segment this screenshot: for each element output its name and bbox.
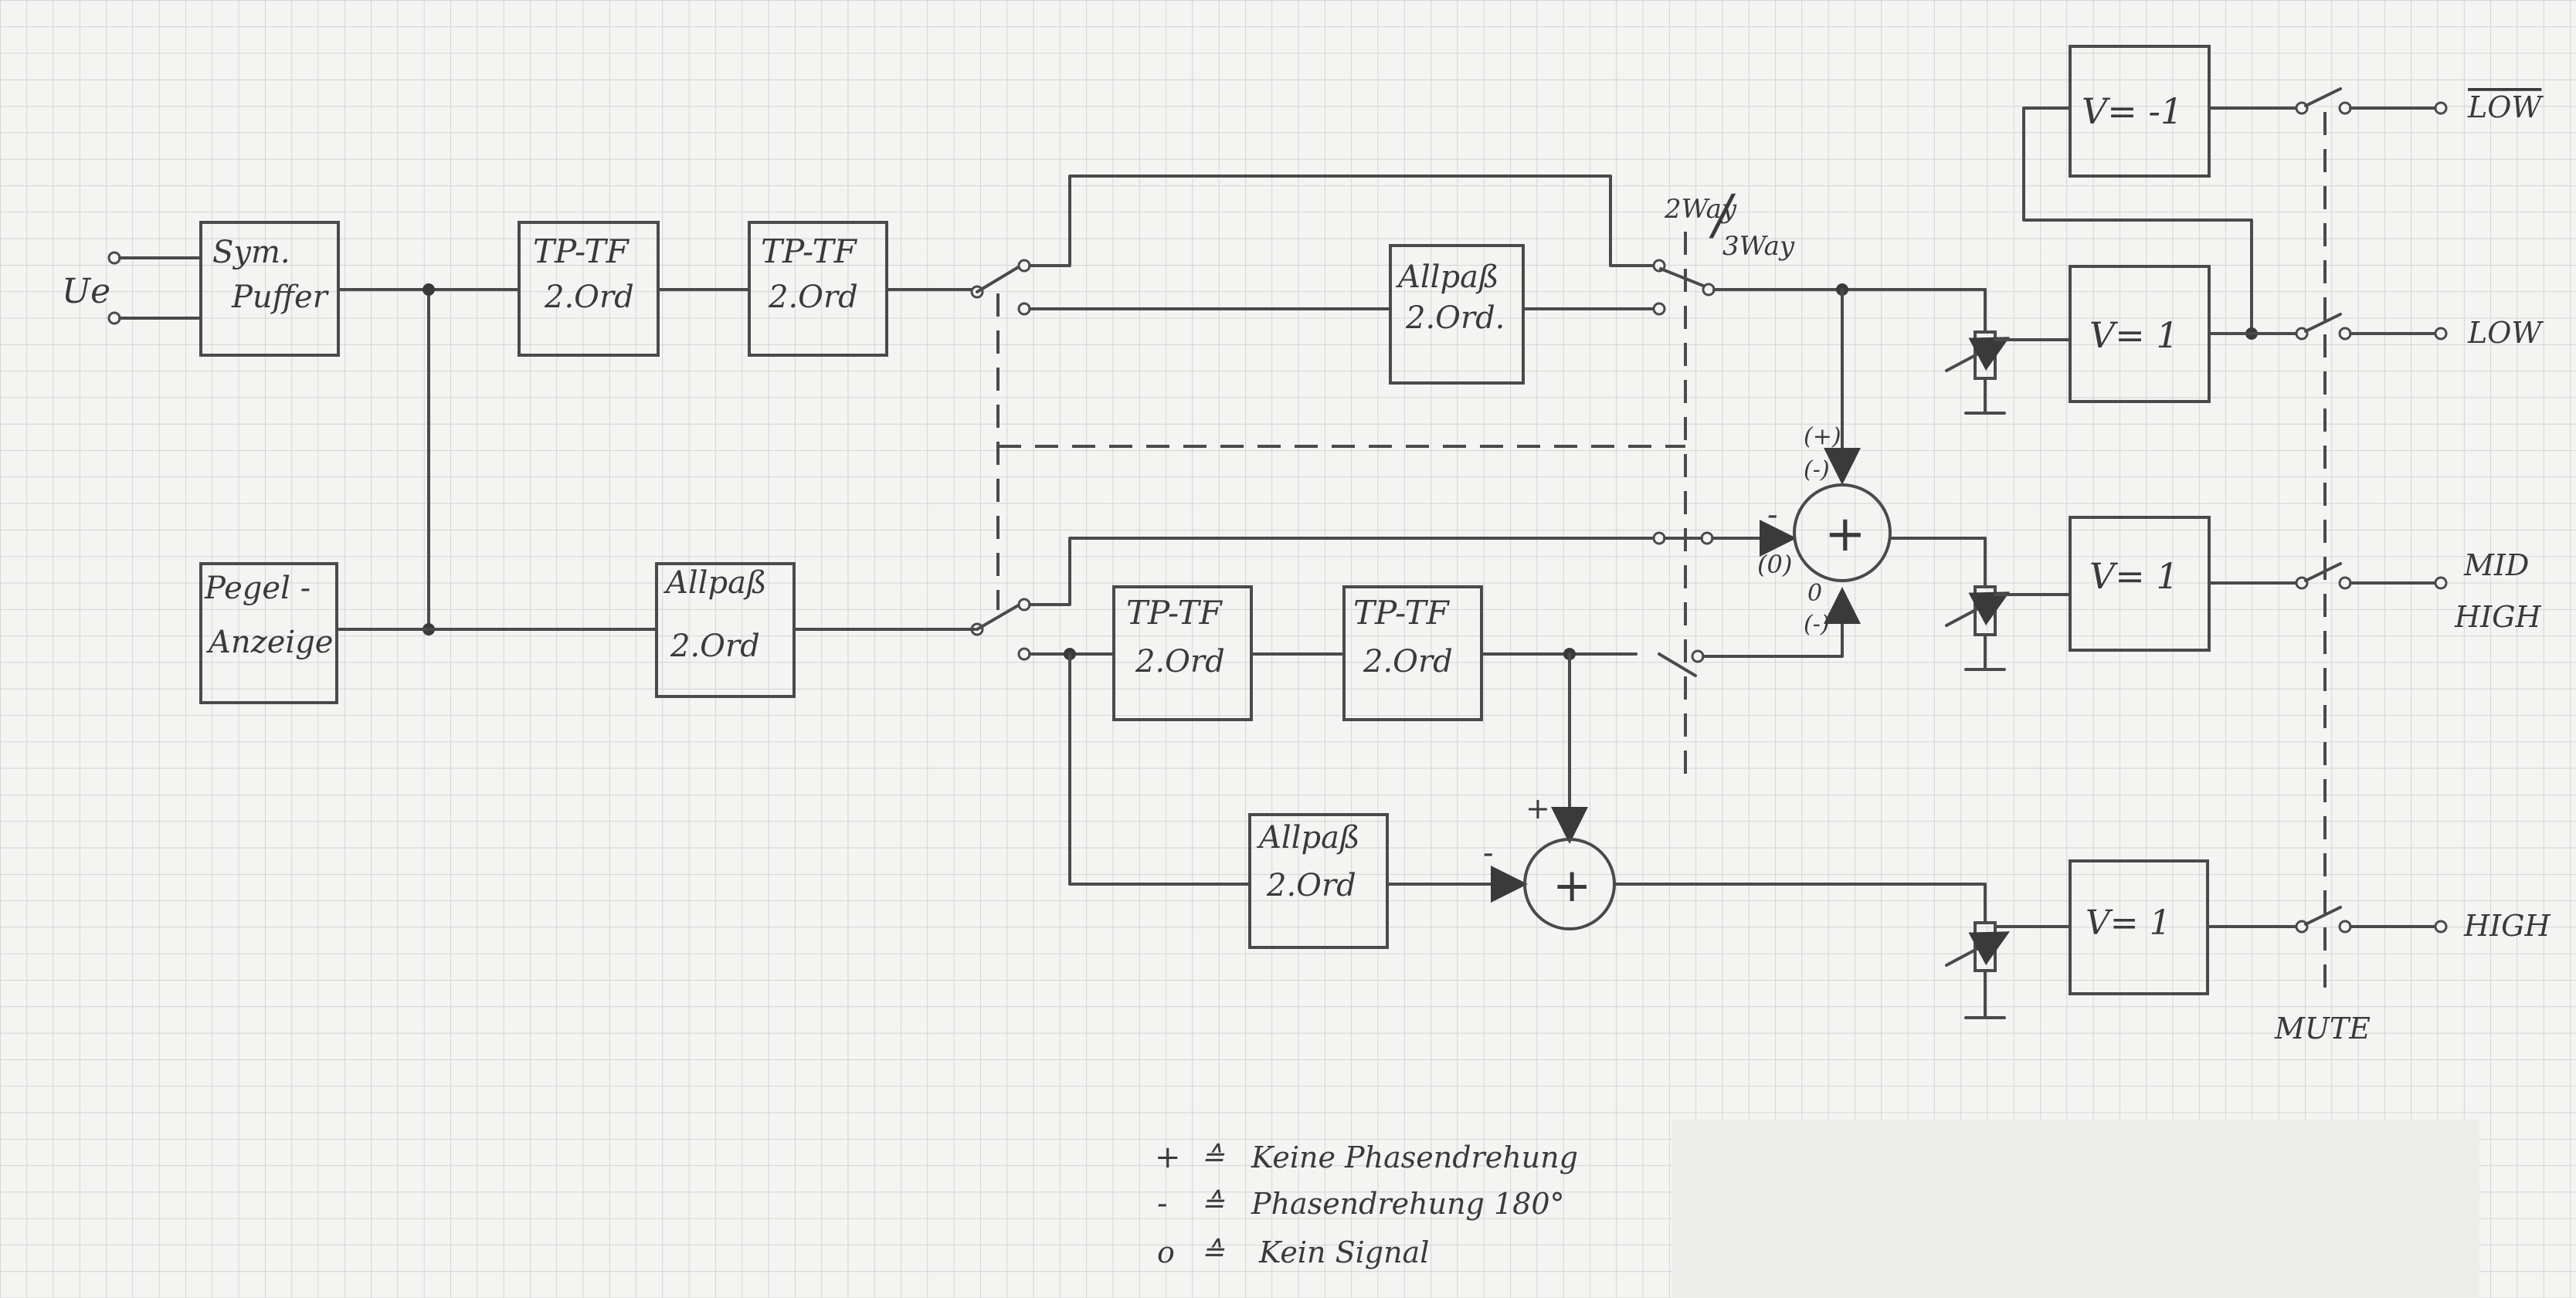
lowpass-1-label-1: TP-TF — [533, 232, 630, 270]
legend-symbol-plus: + — [1155, 1140, 1181, 1175]
summer-upper-bottom-minus: (-) — [1804, 611, 1830, 638]
legend-text-plus: Keine Phasendrehung — [1251, 1140, 1578, 1174]
mute-label: MUTE — [2274, 1012, 2371, 1046]
upper-input-switch — [970, 259, 1031, 316]
summer-upper-left-zero: (0) — [1757, 550, 1792, 579]
allpass-lower-block: Allpaß 2.Ord — [655, 562, 796, 698]
lowpass-3-block: TP-TF 2.Ord — [1112, 585, 1253, 721]
allpass-upper-label-2: 2.Ord. — [1405, 300, 1505, 336]
amp-low-label: V= 1 — [2089, 314, 2179, 356]
mute-switches — [2295, 87, 2448, 934]
lowpass-1-label-2: 2.Ord — [544, 280, 634, 315]
allpass-upper-label-1: Allpaß — [1395, 259, 1499, 295]
pot-low — [1945, 288, 2072, 415]
summer-upper-minus: (-) — [1804, 456, 1830, 483]
amp-inverting-label: V= -1 — [2082, 90, 2183, 132]
lowpass-1-block: TP-TF 2.Ord — [518, 221, 660, 357]
output-mid-high: HIGH — [2454, 600, 2542, 634]
two-way-label: 2Way — [1664, 194, 1737, 225]
output-mid: MID — [2463, 548, 2529, 582]
legend-text-zero: Kein Signal — [1258, 1235, 1429, 1269]
sym-buffer-block: Sym. Puffer — [199, 221, 340, 357]
legend-equiv-minus: ≙ — [1201, 1188, 1225, 1219]
lowpass-4-label-1: TP-TF — [1353, 594, 1451, 632]
lowpass-3-label-1: TP-TF — [1126, 594, 1224, 632]
allpass-bottom-label-1: Allpaß — [1256, 820, 1360, 856]
lowpass-2-label-2: 2.Ord — [768, 280, 858, 315]
blank-area — [1672, 1120, 2479, 1298]
level-display-label-1: Pegel - — [204, 571, 311, 606]
amp-inverting-block: V= -1 — [2069, 45, 2211, 178]
pot-high — [1945, 883, 2072, 1019]
amp-low-block: V= 1 — [2069, 265, 2211, 403]
allpass-upper-block: Allpaß 2.Ord. — [1389, 244, 1525, 385]
amp-mid-block: V= 1 — [2069, 516, 2211, 652]
lowpass-2-block: TP-TF 2.Ord — [748, 221, 888, 357]
output-low: LOW — [2467, 316, 2544, 350]
lowpass-2-label-1: TP-TF — [761, 232, 858, 270]
summer-upper-bottom-zero: 0 — [1807, 580, 1822, 607]
sym-buffer-label-1: Sym. — [212, 235, 290, 270]
legend-equiv-zero: ≙ — [1201, 1236, 1225, 1268]
input-section: Ue — [62, 251, 202, 325]
lowpass-4-block: TP-TF 2.Ord — [1342, 585, 1483, 721]
lowpass-4-label-2: 2.Ord — [1363, 644, 1453, 680]
amp-mid-label: V= 1 — [2089, 555, 2179, 597]
input-label: Ue — [62, 272, 110, 311]
summer-upper-plus: (+) — [1804, 423, 1841, 450]
summer-lower-minus: - — [1483, 835, 1494, 871]
legend: + ≙ Keine Phasendrehung - ≙ Phasendrehun… — [1155, 1140, 1578, 1269]
summer-upper-symbol: + — [1824, 506, 1866, 563]
level-display-label-2: Anzeige — [205, 625, 333, 660]
legend-text-minus: Phasendrehung 180° — [1251, 1187, 1565, 1221]
amp-high-label: V= 1 — [2086, 903, 2171, 943]
pot-mid — [1945, 537, 2072, 671]
sym-buffer-label-2: Puffer — [231, 280, 330, 315]
output-high: HIGH — [2463, 909, 2551, 943]
allpass-lower-label-1: Allpaß — [663, 565, 767, 601]
summer-lower-symbol: + — [1553, 859, 1591, 913]
three-way-label: 3Way — [1722, 231, 1795, 262]
legend-symbol-zero: o — [1157, 1235, 1175, 1269]
output-low-inverted: LOW — [2467, 90, 2544, 124]
summer-upper-left-minus: - — [1767, 497, 1778, 533]
summer-upper: + — [1793, 483, 1892, 582]
summer-lower-plus: + — [1526, 791, 1550, 825]
legend-symbol-minus: - — [1157, 1186, 1168, 1222]
level-display-block: Pegel - Anzeige — [199, 562, 338, 704]
legend-equiv-plus: ≙ — [1201, 1141, 1225, 1173]
allpass-bottom-label-2: 2.Ord — [1266, 868, 1356, 903]
lowpass-3-label-2: 2.Ord — [1135, 644, 1225, 680]
lower-input-switch — [970, 598, 1031, 661]
allpass-lower-label-2: 2.Ord — [670, 629, 760, 664]
allpass-bottom-block: Allpaß 2.Ord — [1248, 813, 1389, 949]
